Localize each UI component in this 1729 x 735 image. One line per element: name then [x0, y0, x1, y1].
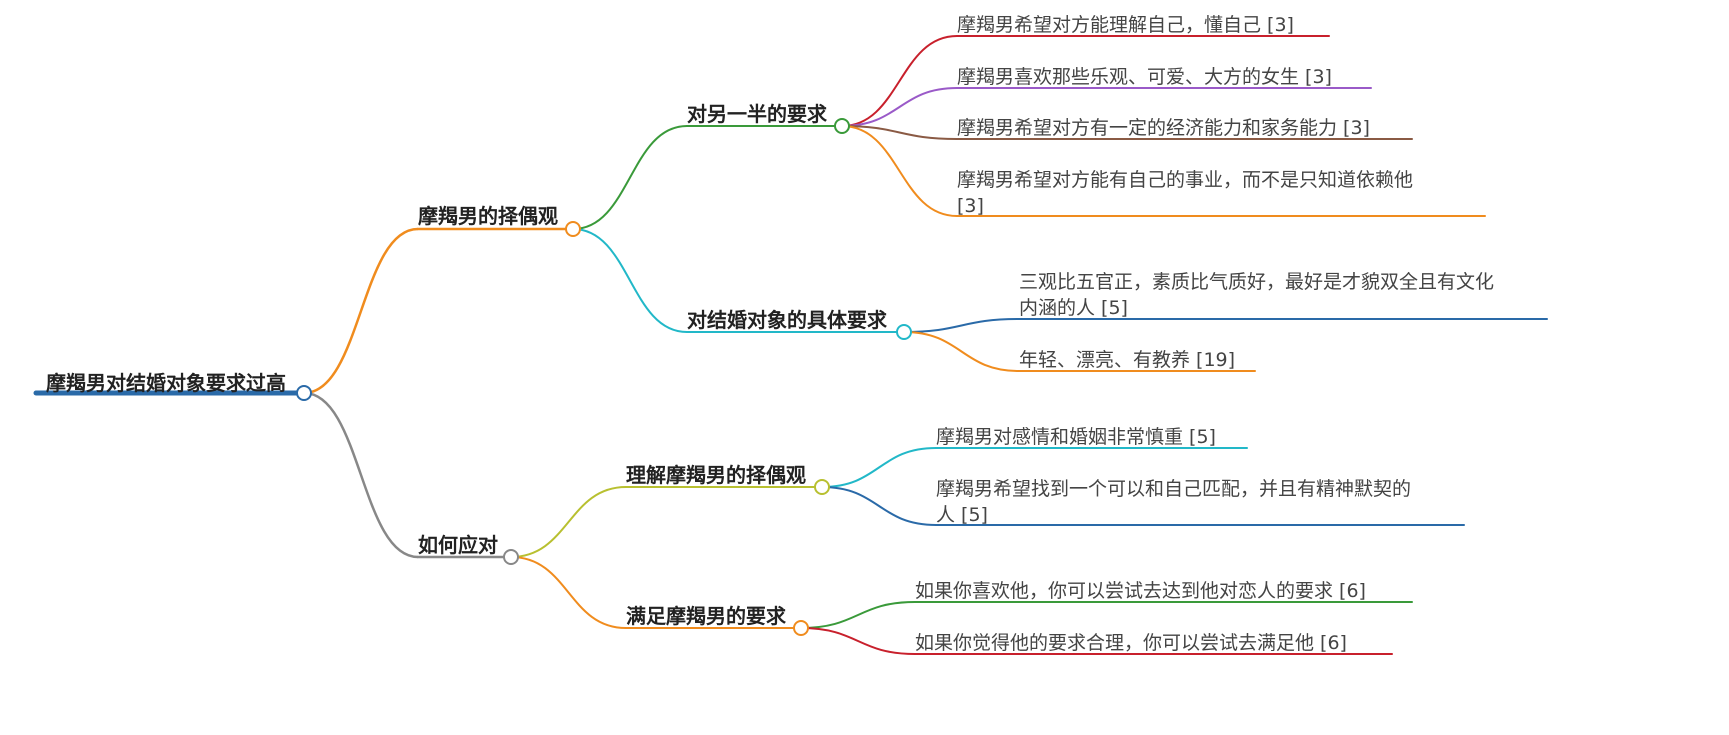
collapse-toggle-1-0[interactable] — [814, 479, 830, 495]
subtopic-0-0: 对另一半的要求 — [687, 102, 828, 126]
subtopic-1-1: 满足摩羯男的要求 — [626, 604, 787, 628]
leaf-text-1-1-1-line-0: 如果你觉得他的要求合理，你可以尝试去满足他 [6] — [915, 632, 1347, 654]
edge-branch-0-to-sub-0 — [572, 125, 688, 230]
edge-sub-1-1-to-leaf-0 — [800, 601, 916, 629]
edge-sub-1-0-to-leaf-0 — [821, 447, 937, 488]
leaf-text-0-0-1-line-0: 摩羯男喜欢那些乐观、可爱、大方的女生 [3] — [957, 66, 1332, 88]
collapse-toggle-root[interactable] — [296, 385, 312, 401]
leaf-text-0-1-1-line-0: 年轻、漂亮、有教养 [19] — [1019, 349, 1235, 371]
branch-topic-1: 如何应对 — [418, 533, 498, 557]
leaf-text-0-1-0-line-0: 三观比五官正，素质比气质好，最好是才貌双全且有文化 — [1019, 271, 1494, 293]
root-topic: 摩羯男对结婚对象要求过高 — [46, 371, 286, 395]
collapse-toggle-1[interactable] — [503, 549, 519, 565]
edge-root-to-branch-0 — [303, 227, 419, 395]
leaf-text-0-0-3-line-0: 摩羯男希望对方能有自己的事业，而不是只知道依赖他 — [957, 169, 1413, 191]
edge-sub-0-1-to-leaf-1 — [903, 331, 1020, 372]
edge-branch-1-to-sub-1 — [510, 556, 627, 629]
branch-topic-0: 摩羯男的择偶观 — [418, 204, 558, 228]
mindmap-connectors — [296, 118, 912, 636]
subtopic-0-1: 对结婚对象的具体要求 — [687, 308, 888, 332]
leaf-text-1-1-0-line-0: 如果你喜欢他，你可以尝试去达到他对恋人的要求 [6] — [915, 580, 1366, 602]
leaf-text-0-0-2-line-0: 摩羯男希望对方有一定的经济能力和家务能力 [3] — [957, 117, 1370, 139]
edge-branch-0-to-sub-1 — [572, 228, 688, 333]
collapse-toggle-0-0[interactable] — [834, 118, 850, 134]
edge-sub-1-1-to-leaf-1 — [800, 627, 916, 655]
leaf-text-1-0-1-line-1: 人 [5] — [936, 504, 988, 526]
leaf-text-0-1-0-line-1: 内涵的人 [5] — [1019, 297, 1128, 319]
edge-branch-1-to-sub-0 — [510, 486, 627, 558]
collapse-toggle-0[interactable] — [565, 221, 581, 237]
leaf-text-1-0-0-line-0: 摩羯男对感情和婚姻非常慎重 [5] — [936, 426, 1216, 448]
collapse-toggle-0-1[interactable] — [896, 324, 912, 340]
edge-sub-0-0-to-leaf-3 — [841, 125, 958, 217]
edge-sub-0-1-to-leaf-0 — [903, 318, 1020, 333]
leaf-text-1-0-1-line-0: 摩羯男希望找到一个可以和自己匹配，并且有精神默契的 — [936, 478, 1411, 500]
subtopic-1-0: 理解摩羯男的择偶观 — [626, 463, 806, 487]
leaf-text-0-0-0-line-0: 摩羯男希望对方能理解自己，懂自己 [3] — [957, 14, 1294, 36]
edge-root-to-branch-1 — [303, 391, 419, 559]
collapse-toggle-1-1[interactable] — [793, 620, 809, 636]
edge-sub-0-0-to-leaf-0 — [841, 35, 958, 127]
edge-sub-1-0-to-leaf-1 — [821, 486, 937, 526]
edge-sub-0-0-to-leaf-2 — [841, 125, 958, 140]
mindmap-labels: 摩羯男对结婚对象要求过高 摩羯男的择偶观 对另一半的要求 摩羯男希望对方能理解自己，懂… — [46, 14, 1494, 654]
mindmap-edges — [303, 35, 1020, 655]
edge-sub-0-0-to-leaf-1 — [841, 87, 958, 127]
leaf-text-0-0-3-line-1: [3] — [957, 195, 984, 217]
mindmap-underlines — [33, 35, 1548, 655]
